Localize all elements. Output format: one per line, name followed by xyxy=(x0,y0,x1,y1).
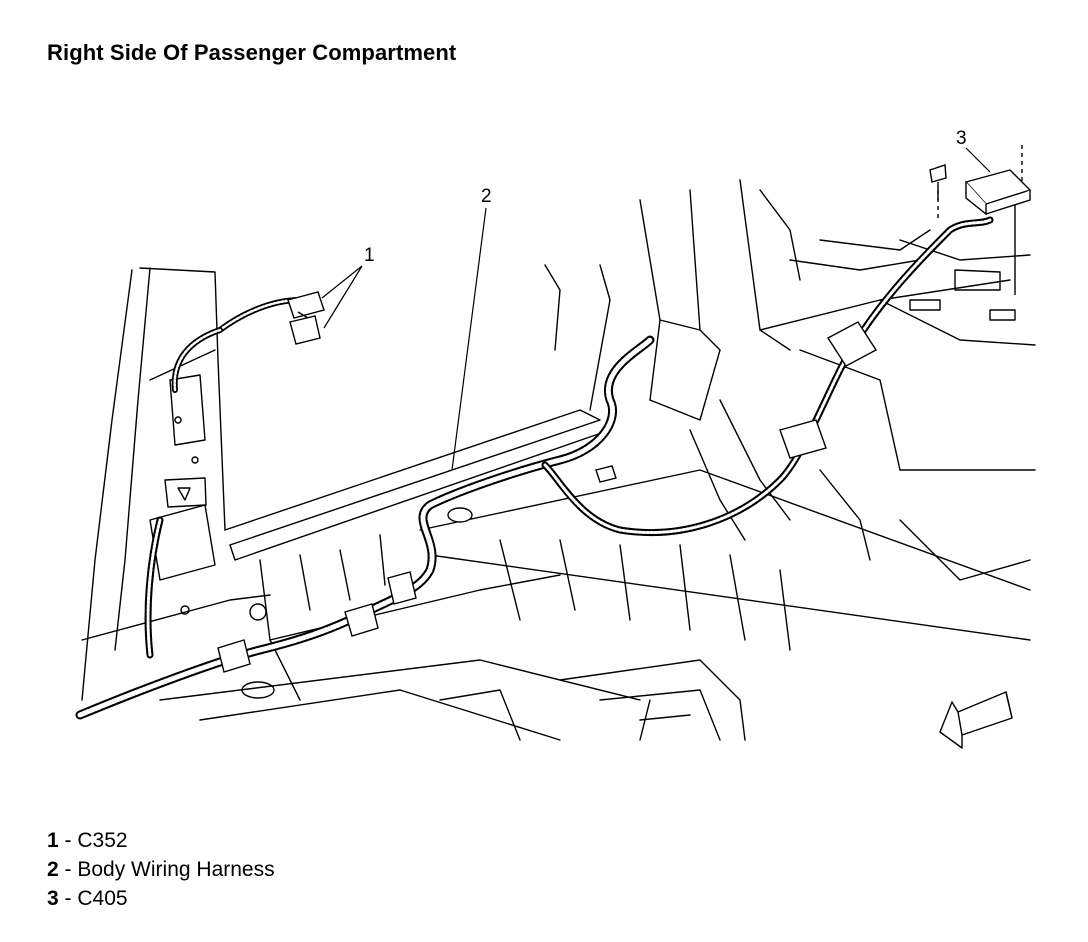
legend-item: 2 - Body Wiring Harness xyxy=(47,855,275,884)
harness-clip xyxy=(344,603,379,637)
legend-item: 1 - C352 xyxy=(47,826,275,855)
legend-separator: - xyxy=(58,829,78,852)
harness-tape xyxy=(827,321,877,367)
legend-description: Body Wiring Harness xyxy=(77,858,275,881)
front-arrow xyxy=(939,691,1013,749)
body-wiring-harness xyxy=(75,216,994,720)
legend-description: C405 xyxy=(77,887,128,910)
floor-pan xyxy=(159,469,1031,741)
legend-separator: - xyxy=(58,887,78,910)
callout-3-label: 3 xyxy=(956,128,967,149)
c405-connector xyxy=(929,145,1032,295)
left-b-pillar xyxy=(81,267,271,701)
callout-2-leader xyxy=(451,207,487,471)
page-title: Right Side Of Passenger Compartment xyxy=(47,40,457,65)
harness-grommet xyxy=(447,507,473,523)
callout-2-label: 2 xyxy=(481,186,492,207)
c352-connector xyxy=(287,291,325,345)
harness-clip xyxy=(595,465,617,483)
rear-wheelhouse xyxy=(689,179,1036,561)
legend-number: 3 xyxy=(47,887,59,910)
callout-1-leader xyxy=(321,265,363,329)
rocker-sill xyxy=(224,409,611,701)
harness-clip xyxy=(217,639,251,673)
callout-1-label: 1 xyxy=(364,245,375,266)
legend-separator: - xyxy=(58,858,78,881)
callout-3-leader xyxy=(965,147,991,173)
harness-clip xyxy=(387,571,417,605)
legend-number: 2 xyxy=(47,858,59,881)
harness-tape xyxy=(779,419,827,459)
legend-number: 1 xyxy=(47,829,59,852)
center-pillar xyxy=(544,189,721,421)
callout-legend: 1 - C352 2 - Body Wiring Harness 3 - C40… xyxy=(47,826,275,913)
legend-description: C352 xyxy=(77,829,128,852)
legend-item: 3 - C405 xyxy=(47,884,275,913)
